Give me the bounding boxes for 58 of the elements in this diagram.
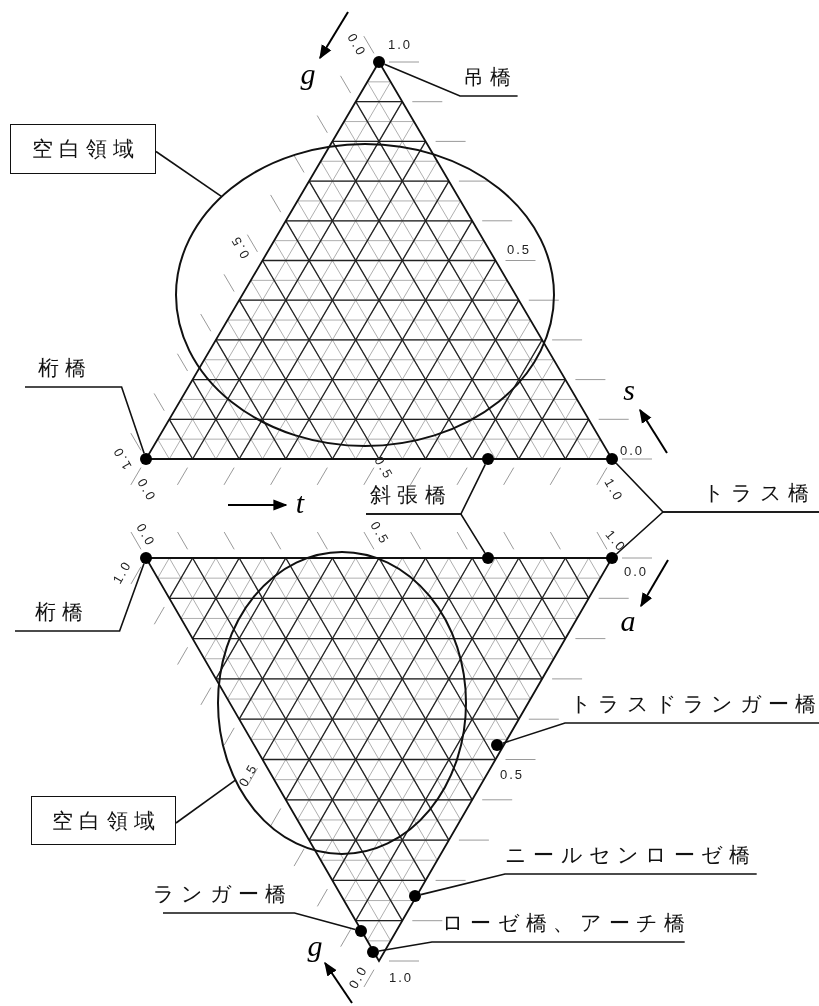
bridge-label: 斜張橋 xyxy=(370,482,452,508)
bridge-label: ニールセンローゼ橋 xyxy=(505,842,757,868)
bridge-label: トラス橋 xyxy=(703,480,816,506)
axis-label: s xyxy=(623,373,635,407)
point-marker xyxy=(606,552,618,564)
bridge-label: 吊橋 xyxy=(463,64,518,90)
scale-value: 0.0 xyxy=(133,520,159,550)
bridge-label: トラスドランガー橋 xyxy=(570,691,819,717)
leader-line xyxy=(383,63,519,97)
scale-value: 1.0 xyxy=(109,443,135,473)
bridge-label: 桁橋 xyxy=(38,355,93,381)
scale-value: 0.0 xyxy=(345,962,371,992)
scale-value: 0.5 xyxy=(371,453,397,483)
point-marker xyxy=(482,453,494,465)
scale-value: 1.0 xyxy=(601,475,627,505)
scale-value: 1.0 xyxy=(602,526,630,556)
bridge-label: 桁橋 xyxy=(35,599,90,625)
leader-line xyxy=(615,511,819,555)
scale-value: 0.5 xyxy=(367,518,393,548)
point-marker xyxy=(140,552,152,564)
point-marker xyxy=(606,453,618,465)
leader-line xyxy=(162,912,356,931)
scale-value: 0.5 xyxy=(235,760,261,790)
axis-label: g xyxy=(300,57,316,91)
axis-label: g xyxy=(307,929,323,963)
leader-line xyxy=(378,941,686,952)
point-marker xyxy=(140,453,152,465)
scale-value: 1.0 xyxy=(109,557,135,587)
bridge-label: ランガー橋 xyxy=(153,881,293,907)
point-marker xyxy=(373,56,385,68)
leader-line xyxy=(14,562,145,632)
leader-line xyxy=(24,386,145,455)
leader-line xyxy=(365,513,486,554)
scale-value: 0.5 xyxy=(227,232,253,262)
axis-label: t xyxy=(295,486,305,520)
scale-value: 0.0 xyxy=(623,563,649,579)
point-marker xyxy=(355,925,367,937)
leader-line xyxy=(175,779,237,824)
point-marker xyxy=(482,552,494,564)
bridge-label: ローゼ橋、アーチ橋 xyxy=(442,910,692,936)
scale-value: 1.0 xyxy=(388,969,414,985)
leader-line xyxy=(501,722,819,744)
scale-value: 0.5 xyxy=(506,241,532,257)
scale-value: 0.0 xyxy=(344,30,370,60)
point-marker xyxy=(367,946,379,958)
label-box: 空白領域 xyxy=(10,124,156,174)
region-ellipse xyxy=(175,143,555,447)
point-marker xyxy=(491,739,503,751)
scale-value: 1.0 xyxy=(387,36,413,52)
axis-label: a xyxy=(620,604,636,638)
scale-value: 0.0 xyxy=(134,475,160,505)
scale-value: 0.0 xyxy=(619,442,645,458)
label-box: 空白領域 xyxy=(31,796,176,845)
point-marker xyxy=(409,890,421,902)
leader-line xyxy=(155,150,223,198)
scale-value: 0.5 xyxy=(499,766,525,782)
region-ellipse xyxy=(217,551,467,855)
leader-line xyxy=(420,873,758,896)
